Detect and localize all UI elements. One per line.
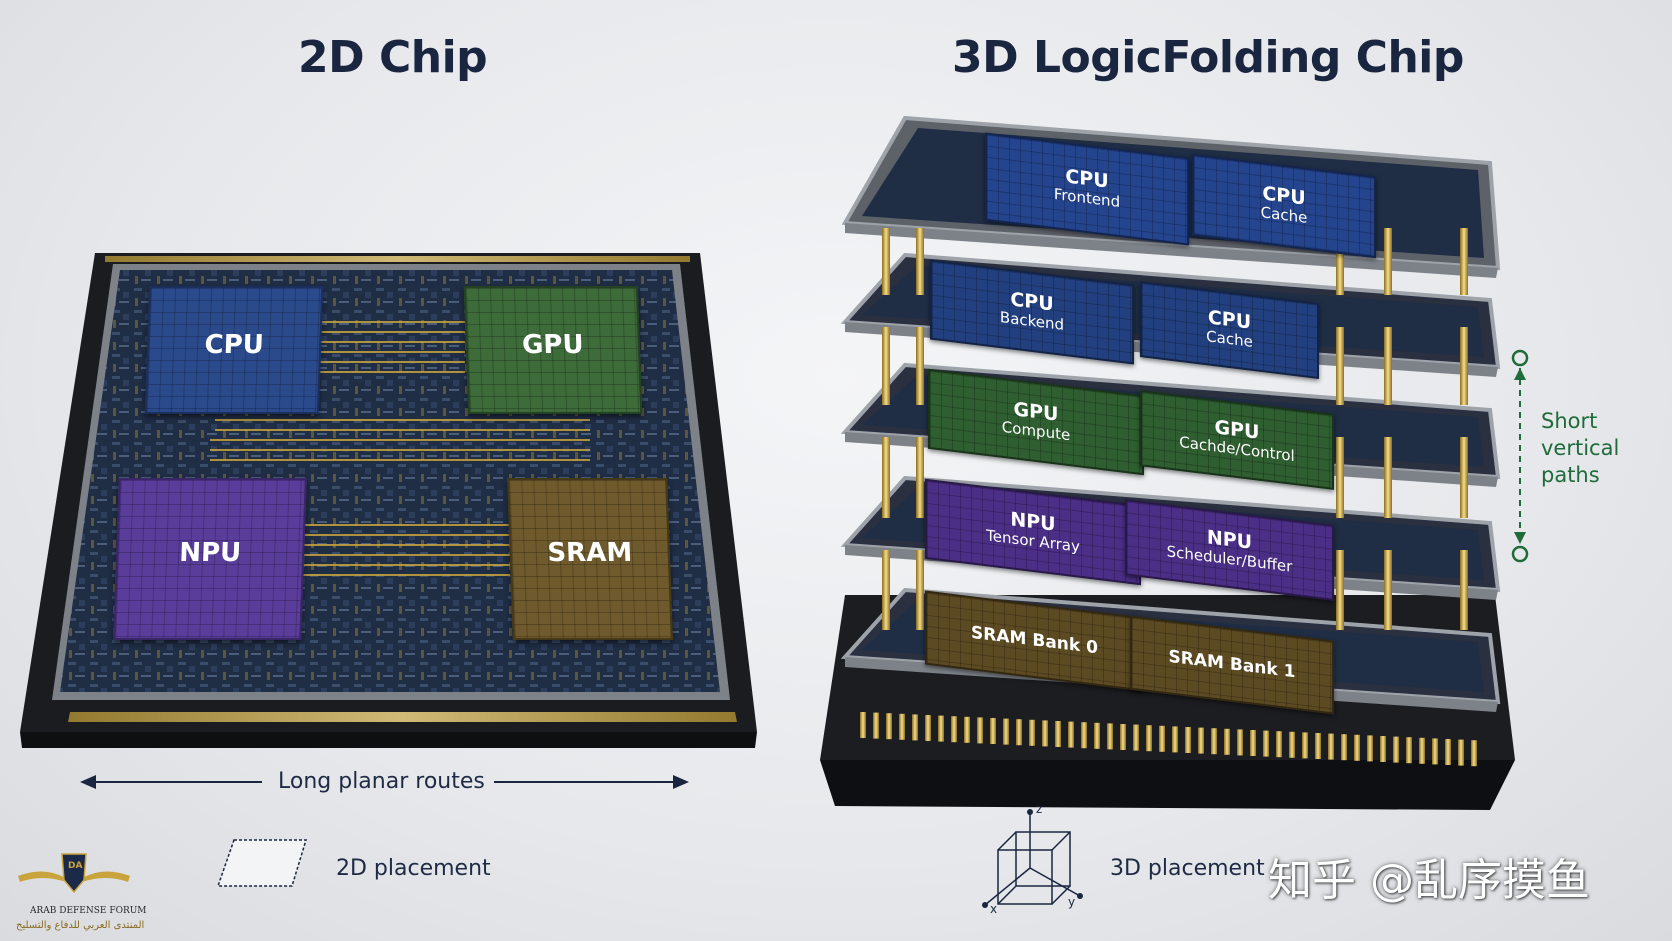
package-pin: [938, 715, 944, 742]
right-title: 3D LogicFolding Chip: [952, 32, 1464, 83]
package-pin: [1289, 731, 1295, 758]
package-pin: [899, 713, 905, 740]
package-pin: [1315, 733, 1321, 759]
package-pin: [1328, 733, 1334, 760]
tsv-pillar: [882, 437, 890, 518]
axis-y-label: y: [1068, 895, 1076, 909]
tsv-pillar: [1336, 550, 1344, 630]
tsv-pillar: [1336, 228, 1344, 295]
package-pin: [1224, 728, 1230, 755]
tsv-pillar: [1460, 327, 1468, 405]
long-routes-label: Long planar routes: [278, 769, 485, 794]
package-pin: [1445, 739, 1451, 765]
logo-arabic: المنتدى العربي للدفاع والتسليح: [16, 920, 145, 931]
package-pin: [1172, 726, 1178, 753]
package-pin: [1003, 718, 1009, 745]
tsv-pillar: [916, 550, 924, 630]
package-pin: [951, 716, 957, 743]
package-pin: [1263, 730, 1269, 757]
package-pin: [1354, 734, 1360, 761]
layer-edge: [845, 223, 1498, 278]
package-pin: [1380, 736, 1386, 762]
package-pin: [1198, 727, 1204, 754]
tsv-pillar: [1460, 550, 1468, 630]
package-pin: [873, 712, 879, 739]
tsv-pillar: [1460, 228, 1468, 295]
tsv-pillar: [916, 228, 924, 295]
eagle-shield-icon: [18, 853, 130, 894]
package-pin: [1406, 737, 1412, 764]
package-pin: [1133, 724, 1139, 751]
package-pin: [1367, 735, 1373, 762]
tsv-pillar: [882, 550, 890, 630]
placement-3d-label: 3D placement: [1110, 856, 1265, 881]
package-pin: [1042, 720, 1048, 747]
forum-logo: DA ARAB DEFENSE FORUM المنتدى العربي للد…: [14, 848, 147, 938]
package-pin: [1341, 734, 1347, 761]
tsv-pillar: [1384, 327, 1392, 405]
logo-monogram: DA: [68, 861, 83, 871]
axis-x-label: x: [990, 902, 998, 916]
package-pin: [1276, 731, 1282, 758]
package-pin: [925, 715, 931, 741]
package-pin: [1185, 727, 1191, 753]
package-pin: [1393, 736, 1399, 763]
axis-z-label: z: [1036, 802, 1043, 816]
short-paths-line: Short: [1541, 409, 1598, 433]
placement-2d-label: 2D placement: [336, 856, 491, 881]
tsv-pillar: [1460, 437, 1468, 518]
tsv-pillar: [1384, 437, 1392, 518]
short-paths-line: vertical: [1541, 436, 1620, 460]
package-pin: [1016, 719, 1022, 746]
tsv-pillar: [916, 437, 924, 518]
package-pin: [1419, 737, 1425, 764]
package-pin: [886, 713, 892, 740]
package-pin: [1081, 722, 1087, 749]
package-pin: [990, 718, 996, 744]
package-pin: [1120, 724, 1126, 750]
package-pin: [1458, 739, 1464, 766]
package-pin: [1237, 729, 1243, 756]
package-pin: [1159, 725, 1165, 752]
short-paths-line: paths: [1541, 463, 1600, 487]
left-title: 2D Chip: [298, 32, 488, 83]
tsv-pillar: [882, 327, 890, 405]
package-pin: [1094, 722, 1100, 749]
package-pin: [1471, 740, 1477, 767]
package-pin: [1302, 732, 1308, 759]
package-pin: [1146, 725, 1152, 752]
package-pin: [1068, 721, 1074, 748]
package-pin: [1211, 728, 1217, 755]
short-paths-label: Short vertical paths: [1541, 408, 1619, 489]
tsv-pillar: [916, 327, 924, 405]
tsv-pillar: [1336, 327, 1344, 405]
package-pin: [1055, 721, 1061, 747]
package-pin: [1107, 723, 1113, 750]
package-pin: [964, 716, 970, 743]
tsv-pillar: [1384, 228, 1392, 295]
package-pin: [860, 712, 866, 738]
tsv-pillar: [1336, 437, 1344, 518]
package-pin: [1432, 738, 1438, 765]
package-pin: [1250, 730, 1256, 756]
logo-name: ARAB DEFENSE FORUM: [30, 906, 147, 916]
watermark-text: 知乎 @乱序摸鱼: [1268, 855, 1590, 906]
package-pin: [912, 714, 918, 741]
package-pin: [1029, 719, 1035, 746]
tsv-pillar: [1384, 550, 1392, 630]
package-pin: [977, 717, 983, 744]
tsv-pillar: [882, 228, 890, 295]
